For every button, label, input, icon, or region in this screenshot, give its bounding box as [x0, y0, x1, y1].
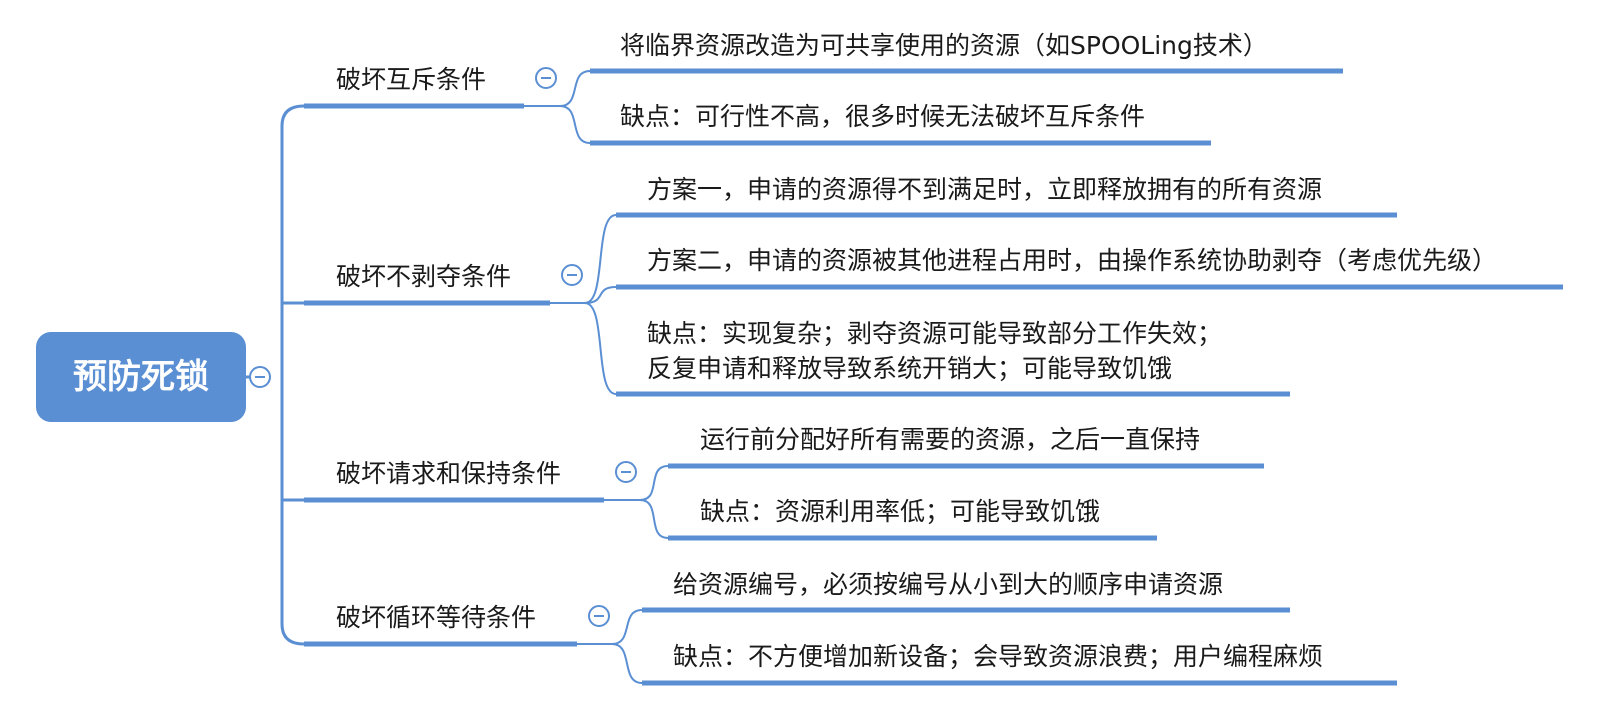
leaf-topic[interactable]: 缺点：不方便增加新设备；会导致资源浪费；用户编程麻烦: [673, 642, 1324, 671]
branch-topic-hold-and-wait[interactable]: 破坏请求和保持条件: [336, 459, 562, 488]
leaf-topic[interactable]: 运行前分配好所有需要的资源，之后一直保持: [700, 425, 1201, 454]
branch-topic-circular-wait[interactable]: 破坏循环等待条件: [336, 603, 537, 632]
branch-collapse-icon[interactable]: [615, 461, 637, 483]
branch-collapse-icon[interactable]: [561, 264, 583, 286]
leaf-topic[interactable]: 方案一，申请的资源得不到满足时，立即释放拥有的所有资源: [647, 175, 1323, 204]
leaf-connector: [524, 105, 591, 144]
leaf-connector: [550, 302, 617, 395]
leaf-connector: [550, 286, 617, 304]
branch-collapse-icon[interactable]: [588, 605, 610, 627]
branch-collapse-icon[interactable]: [535, 67, 557, 89]
leaf-topic[interactable]: 给资源编号，必须按编号从小到大的顺序申请资源: [673, 570, 1224, 599]
leaf-topic[interactable]: 将临界资源改造为可共享使用的资源（如SPOOLing技术）: [620, 31, 1268, 60]
leaf-connector: [577, 643, 643, 684]
root-topic[interactable]: 预防死锁: [36, 332, 246, 422]
leaf-topic[interactable]: 缺点：资源利用率低；可能导致饥饿: [700, 497, 1101, 526]
leaf-topic[interactable]: 缺点：可行性不高，很多时候无法破坏互斥条件: [620, 102, 1146, 131]
leaf-connector: [604, 499, 669, 539]
leaf-topic[interactable]: 方案二，申请的资源被其他进程占用时，由操作系统协助剥夺（考虑优先级）: [647, 246, 1498, 275]
leaf-topic[interactable]: 缺点：实现复杂；剥夺资源可能导致部分工作失效； 反复申请和释放导致系统开销大；可…: [647, 319, 1223, 383]
leaf-connector: [524, 70, 591, 107]
branch-topic-no-preemption[interactable]: 破坏不剥夺条件: [336, 262, 512, 291]
root-topic-label: 预防死锁: [73, 357, 209, 397]
branch-topic-mutual-exclusion[interactable]: 破坏互斥条件: [336, 65, 487, 94]
trunk-connector: [280, 104, 305, 646]
root-collapse-icon[interactable]: [249, 366, 271, 388]
